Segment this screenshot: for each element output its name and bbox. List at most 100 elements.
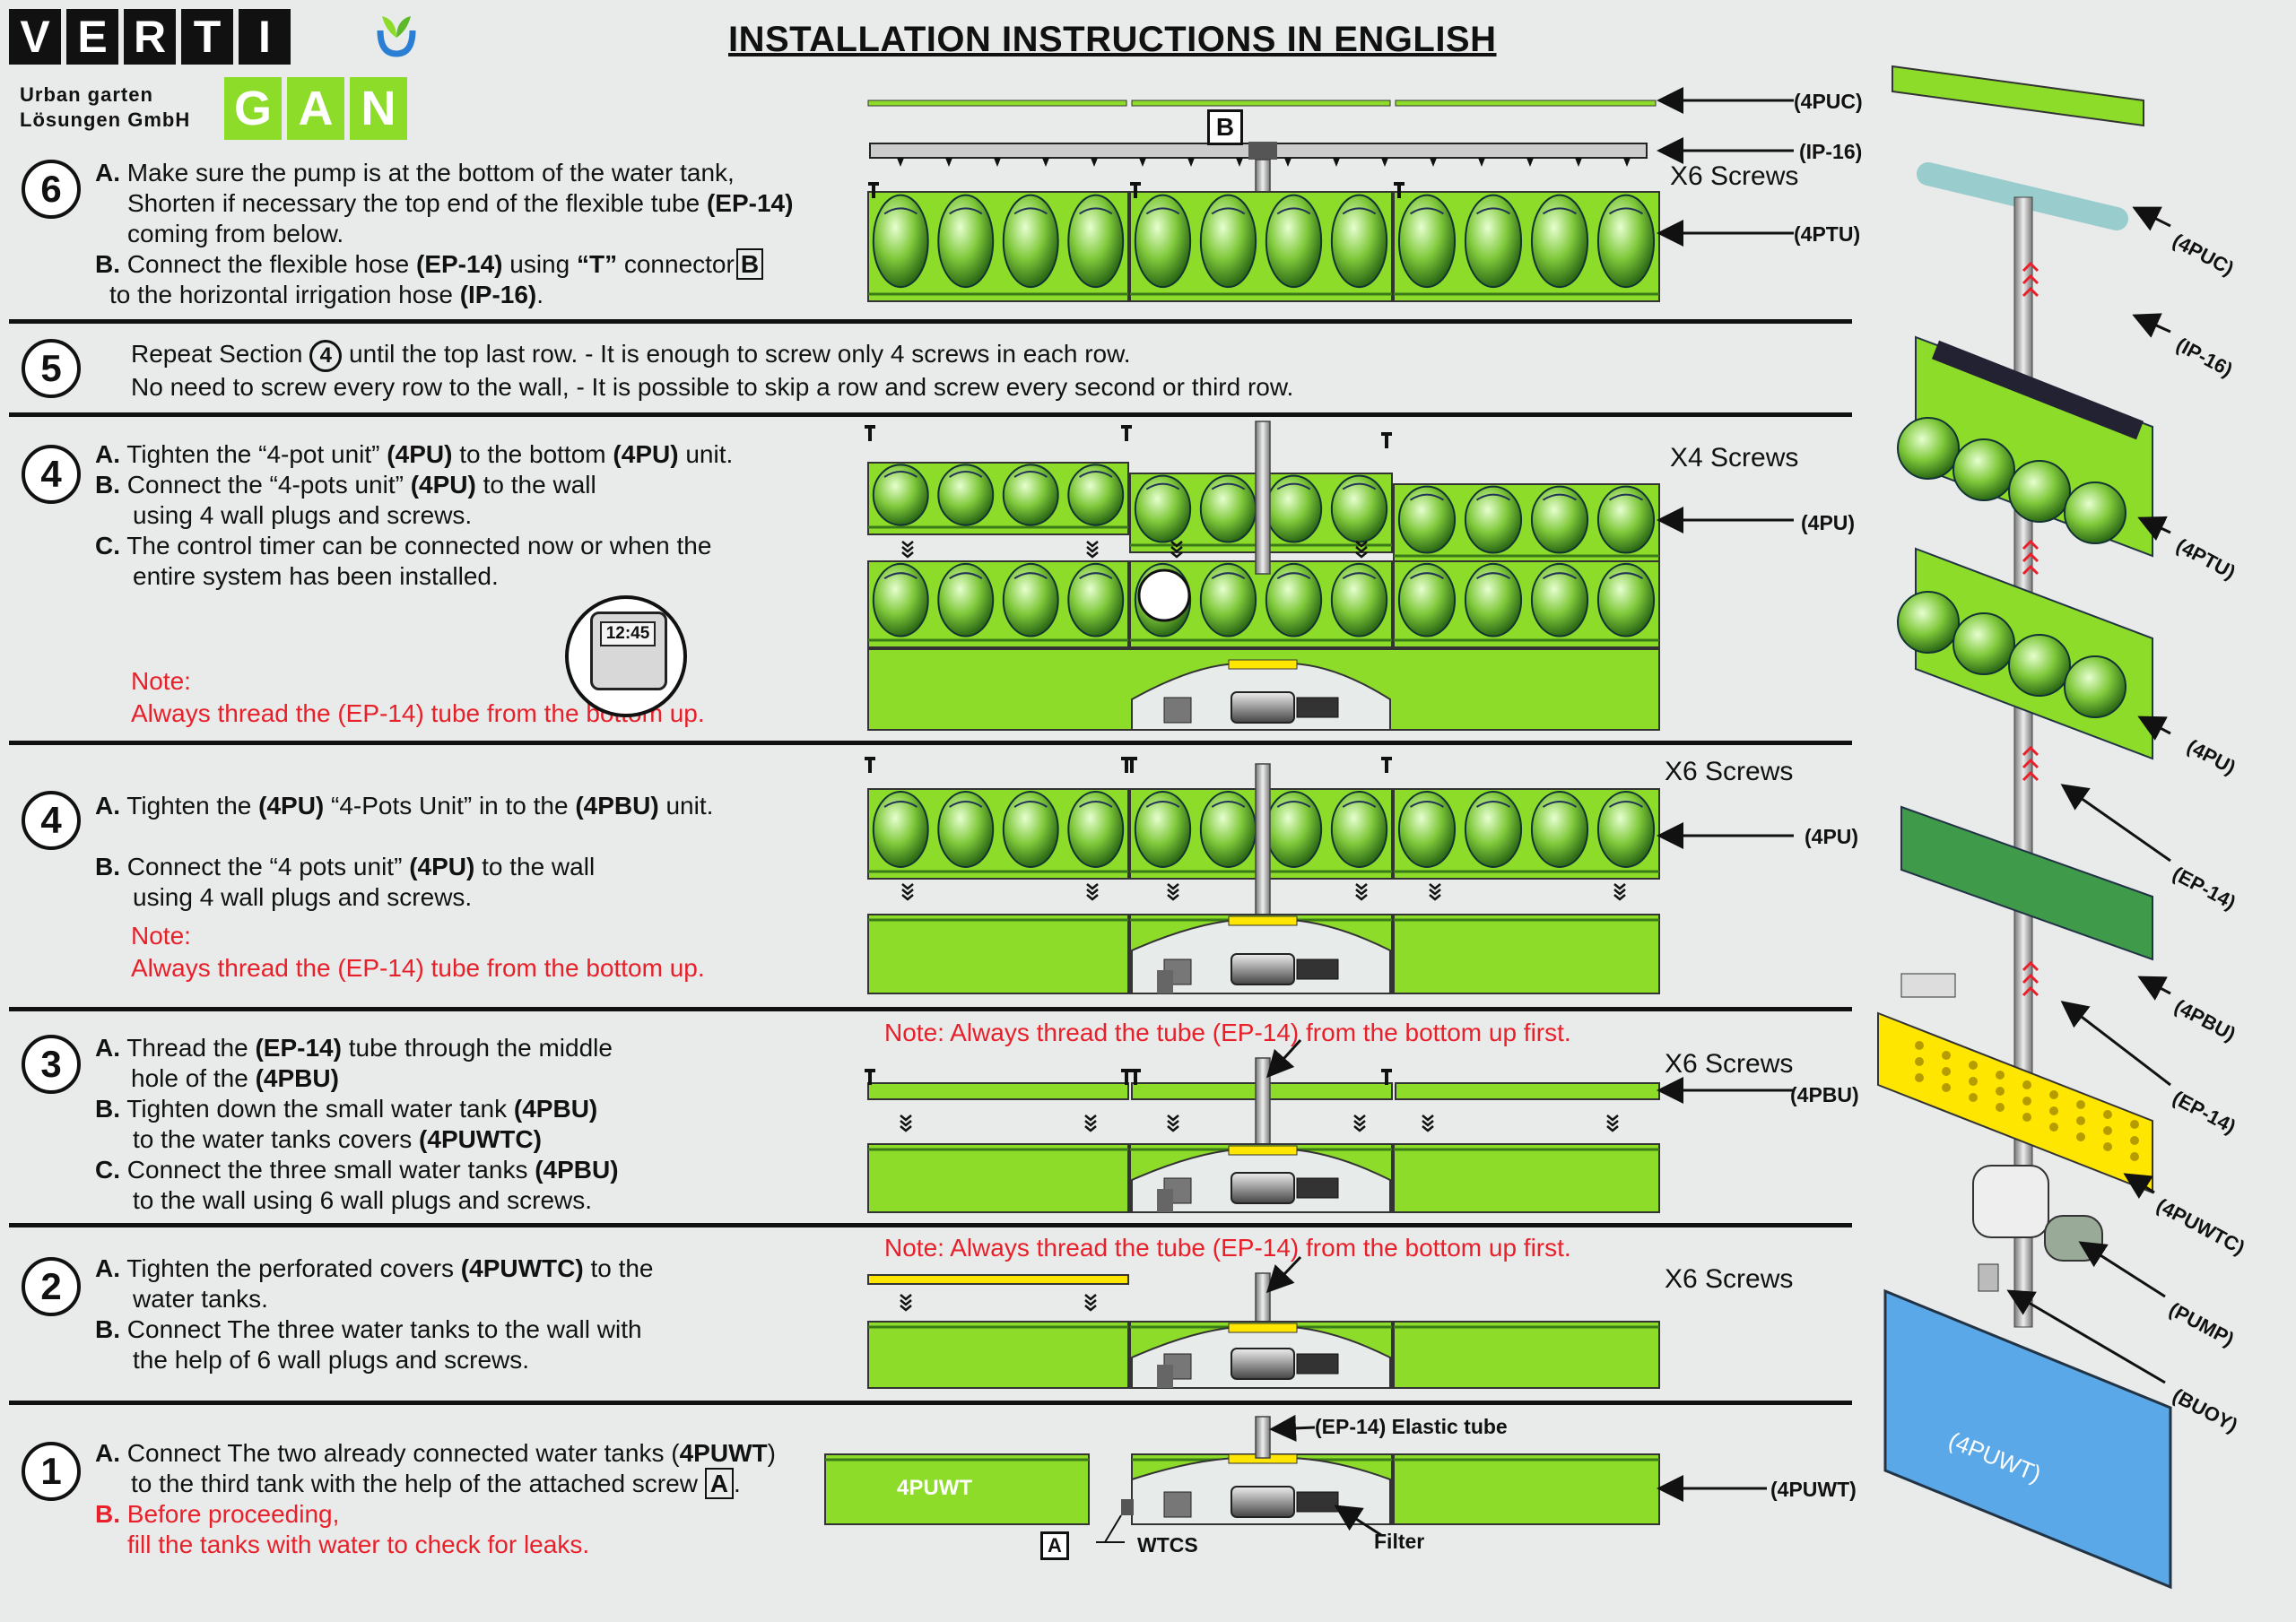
logo-letter: E	[66, 9, 118, 65]
pot-icon	[1199, 474, 1257, 543]
up-arrow-icon	[2022, 564, 2039, 576]
buoy-icon	[1163, 1491, 1192, 1518]
down-arrow-icon	[1084, 1294, 1097, 1301]
leader-arrow	[2060, 784, 2171, 863]
down-arrow-icon	[1606, 1125, 1619, 1132]
pot-rim	[949, 471, 983, 478]
down-arrow-icon	[1355, 546, 1368, 553]
pot-rim	[1608, 207, 1644, 215]
exploded-filter-plate	[1900, 973, 1956, 998]
exploded-cover	[1892, 65, 2144, 127]
pot-icon	[1067, 194, 1125, 289]
down-arrow-icon	[1353, 1115, 1366, 1122]
down-arrow-icon	[900, 1120, 912, 1127]
perforation	[2076, 1100, 2085, 1109]
water-tank	[1393, 1321, 1660, 1389]
pot-icon	[1596, 791, 1656, 868]
label-4puwt: (4PUWT)	[1770, 1478, 1857, 1501]
water-tank	[867, 1143, 1129, 1213]
perforation	[1915, 1041, 1924, 1050]
pot-icon	[1134, 791, 1192, 868]
down-arrow-icon	[1167, 889, 1179, 896]
pot-icon	[1067, 562, 1125, 638]
screw-icon	[1130, 182, 1141, 198]
pot-icon	[1199, 562, 1257, 638]
down-arrow-icon	[1355, 541, 1368, 548]
section-divider	[9, 412, 1852, 417]
step-number-1: 1	[22, 1442, 81, 1501]
screw-icon	[1381, 1069, 1392, 1085]
pot-icon	[1464, 485, 1523, 554]
pot-rim	[949, 572, 983, 580]
perforation	[1942, 1083, 1951, 1092]
logo-letter: T	[181, 9, 233, 65]
step-6-instructions: A. Make sure the pump is at the bottom o…	[95, 159, 794, 308]
down-arrow-icon	[1086, 551, 1099, 559]
down-arrow-icon	[1606, 1115, 1619, 1122]
step-2-instructions: A. Tighten the perforated covers (4PUWTC…	[95, 1254, 654, 1374]
down-arrow-icon	[1170, 551, 1183, 559]
up-arrow-icon	[2022, 973, 2039, 984]
label-4pbu: (4PBU)	[1790, 1083, 1859, 1106]
pot-rim	[1145, 482, 1180, 490]
screw-icon	[1130, 1069, 1141, 1085]
mini-timer-icon	[1137, 568, 1191, 622]
leader-arrow	[2137, 516, 2171, 542]
down-arrow-icon	[901, 551, 914, 559]
pot-icon	[1897, 591, 1960, 654]
pot-icon	[1464, 791, 1523, 868]
pot-rim	[1409, 207, 1445, 215]
pot-icon	[1397, 562, 1457, 638]
note-arrow	[1265, 1038, 1302, 1079]
pot-rim	[1342, 207, 1377, 215]
perforation	[1996, 1071, 2005, 1080]
pot-rim	[1276, 482, 1311, 490]
buoy-icon	[1163, 697, 1192, 724]
pump-icon	[1231, 1348, 1295, 1380]
page-title: INSTALLATION INSTRUCTIONS IN ENGLISH	[728, 20, 1497, 59]
cover-cutout	[1228, 1323, 1298, 1333]
step-2-note: Note: Always thread the tube (EP-14) fro…	[884, 1234, 1571, 1262]
perforated-cover	[867, 1274, 1129, 1285]
pot-rim	[1013, 572, 1048, 580]
drip-nozzle	[1623, 158, 1631, 167]
pot-icon	[2064, 655, 2126, 718]
pot-rim	[1276, 572, 1311, 580]
leader-arrow	[2006, 1289, 2166, 1384]
valve-icon	[1157, 1189, 1173, 1212]
elastic-tube-label: (EP-14) Elastic tube	[1315, 1415, 1508, 1438]
pot-rim	[1013, 801, 1048, 808]
section-divider	[9, 319, 1852, 324]
pot-icon	[1530, 194, 1589, 289]
step-2-screws: X6 Screws	[1665, 1264, 1794, 1294]
step-1-instructions: A. Connect The two already connected wat…	[95, 1439, 776, 1558]
drip-nozzle	[1430, 158, 1437, 167]
perforation	[1969, 1061, 1978, 1070]
pot-icon	[1596, 485, 1656, 554]
pot-icon	[1596, 194, 1656, 289]
flexible-tube	[1255, 1057, 1271, 1149]
up-arrow-icon	[2022, 758, 2039, 769]
step-4-upper-instructions: A. Tighten the “4-pot unit” (4PU) to the…	[95, 440, 734, 590]
callout-a: A	[1040, 1531, 1069, 1560]
drip-nozzle	[1575, 158, 1582, 167]
perforation	[2022, 1113, 2031, 1122]
flexible-tube	[1255, 1416, 1271, 1459]
company-line-1: Urban garten	[20, 83, 153, 106]
pot-rim	[1013, 471, 1048, 478]
exploded-pump-filter	[2044, 1215, 2103, 1262]
pot-icon	[1330, 474, 1388, 543]
label-4ptu: (4PTU)	[1794, 222, 1861, 246]
pump-icon	[1231, 1486, 1295, 1518]
perforation	[1996, 1103, 2005, 1112]
drip-nozzle	[994, 158, 1001, 167]
up-arrow-icon	[2022, 745, 2039, 757]
cover-strip	[867, 100, 1127, 107]
up-arrow-icon	[2022, 960, 2039, 972]
step-number-5: 5	[22, 339, 81, 398]
label-4pu-upper: (4PU)	[1801, 511, 1856, 534]
pot-icon	[1002, 791, 1059, 868]
leader-arrow	[2132, 206, 2171, 231]
